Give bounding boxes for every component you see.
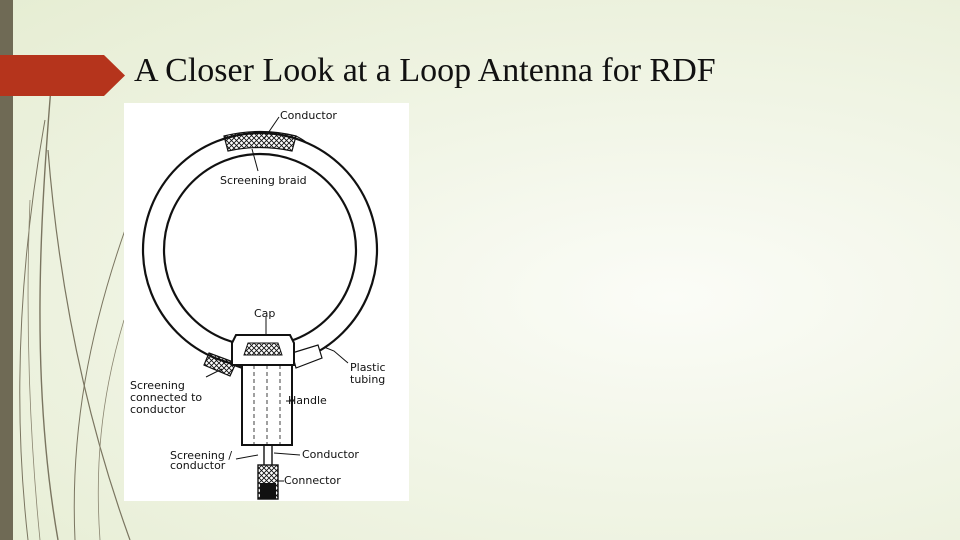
label-screening-braid: Screening braid	[220, 174, 307, 187]
label-screening-conductor-1: Screening /	[170, 449, 232, 462]
loop-ring	[141, 131, 379, 369]
slide-title: A Closer Look at a Loop Antenna for RDF	[134, 52, 716, 89]
label-handle: Handle	[288, 394, 327, 407]
label-screening-connected-3: conductor	[130, 403, 186, 416]
cap	[231, 334, 295, 366]
cable	[263, 445, 273, 465]
label-connector: Connector	[284, 474, 341, 487]
label-conductor-bottom: Conductor	[302, 448, 359, 461]
handle	[241, 364, 293, 446]
top-screening-braid	[223, 130, 307, 152]
label-cap: Cap	[254, 307, 275, 320]
title-arrow-icon	[0, 55, 125, 96]
label-screening-connected-2: connected to	[130, 391, 202, 404]
leader-lines	[205, 116, 349, 482]
label-tubing: tubing	[350, 373, 385, 386]
left-accent-bar	[0, 0, 13, 540]
label-plastic: Plastic	[350, 361, 386, 374]
connector	[257, 464, 279, 500]
label-screening-conductor-2: conductor	[170, 459, 226, 472]
label-screening-connected-1: Screening	[130, 379, 185, 392]
loop-antenna-diagram: Conductor Screening braid Cap Plastic tu…	[124, 103, 409, 501]
label-conductor-top: Conductor	[280, 109, 337, 122]
